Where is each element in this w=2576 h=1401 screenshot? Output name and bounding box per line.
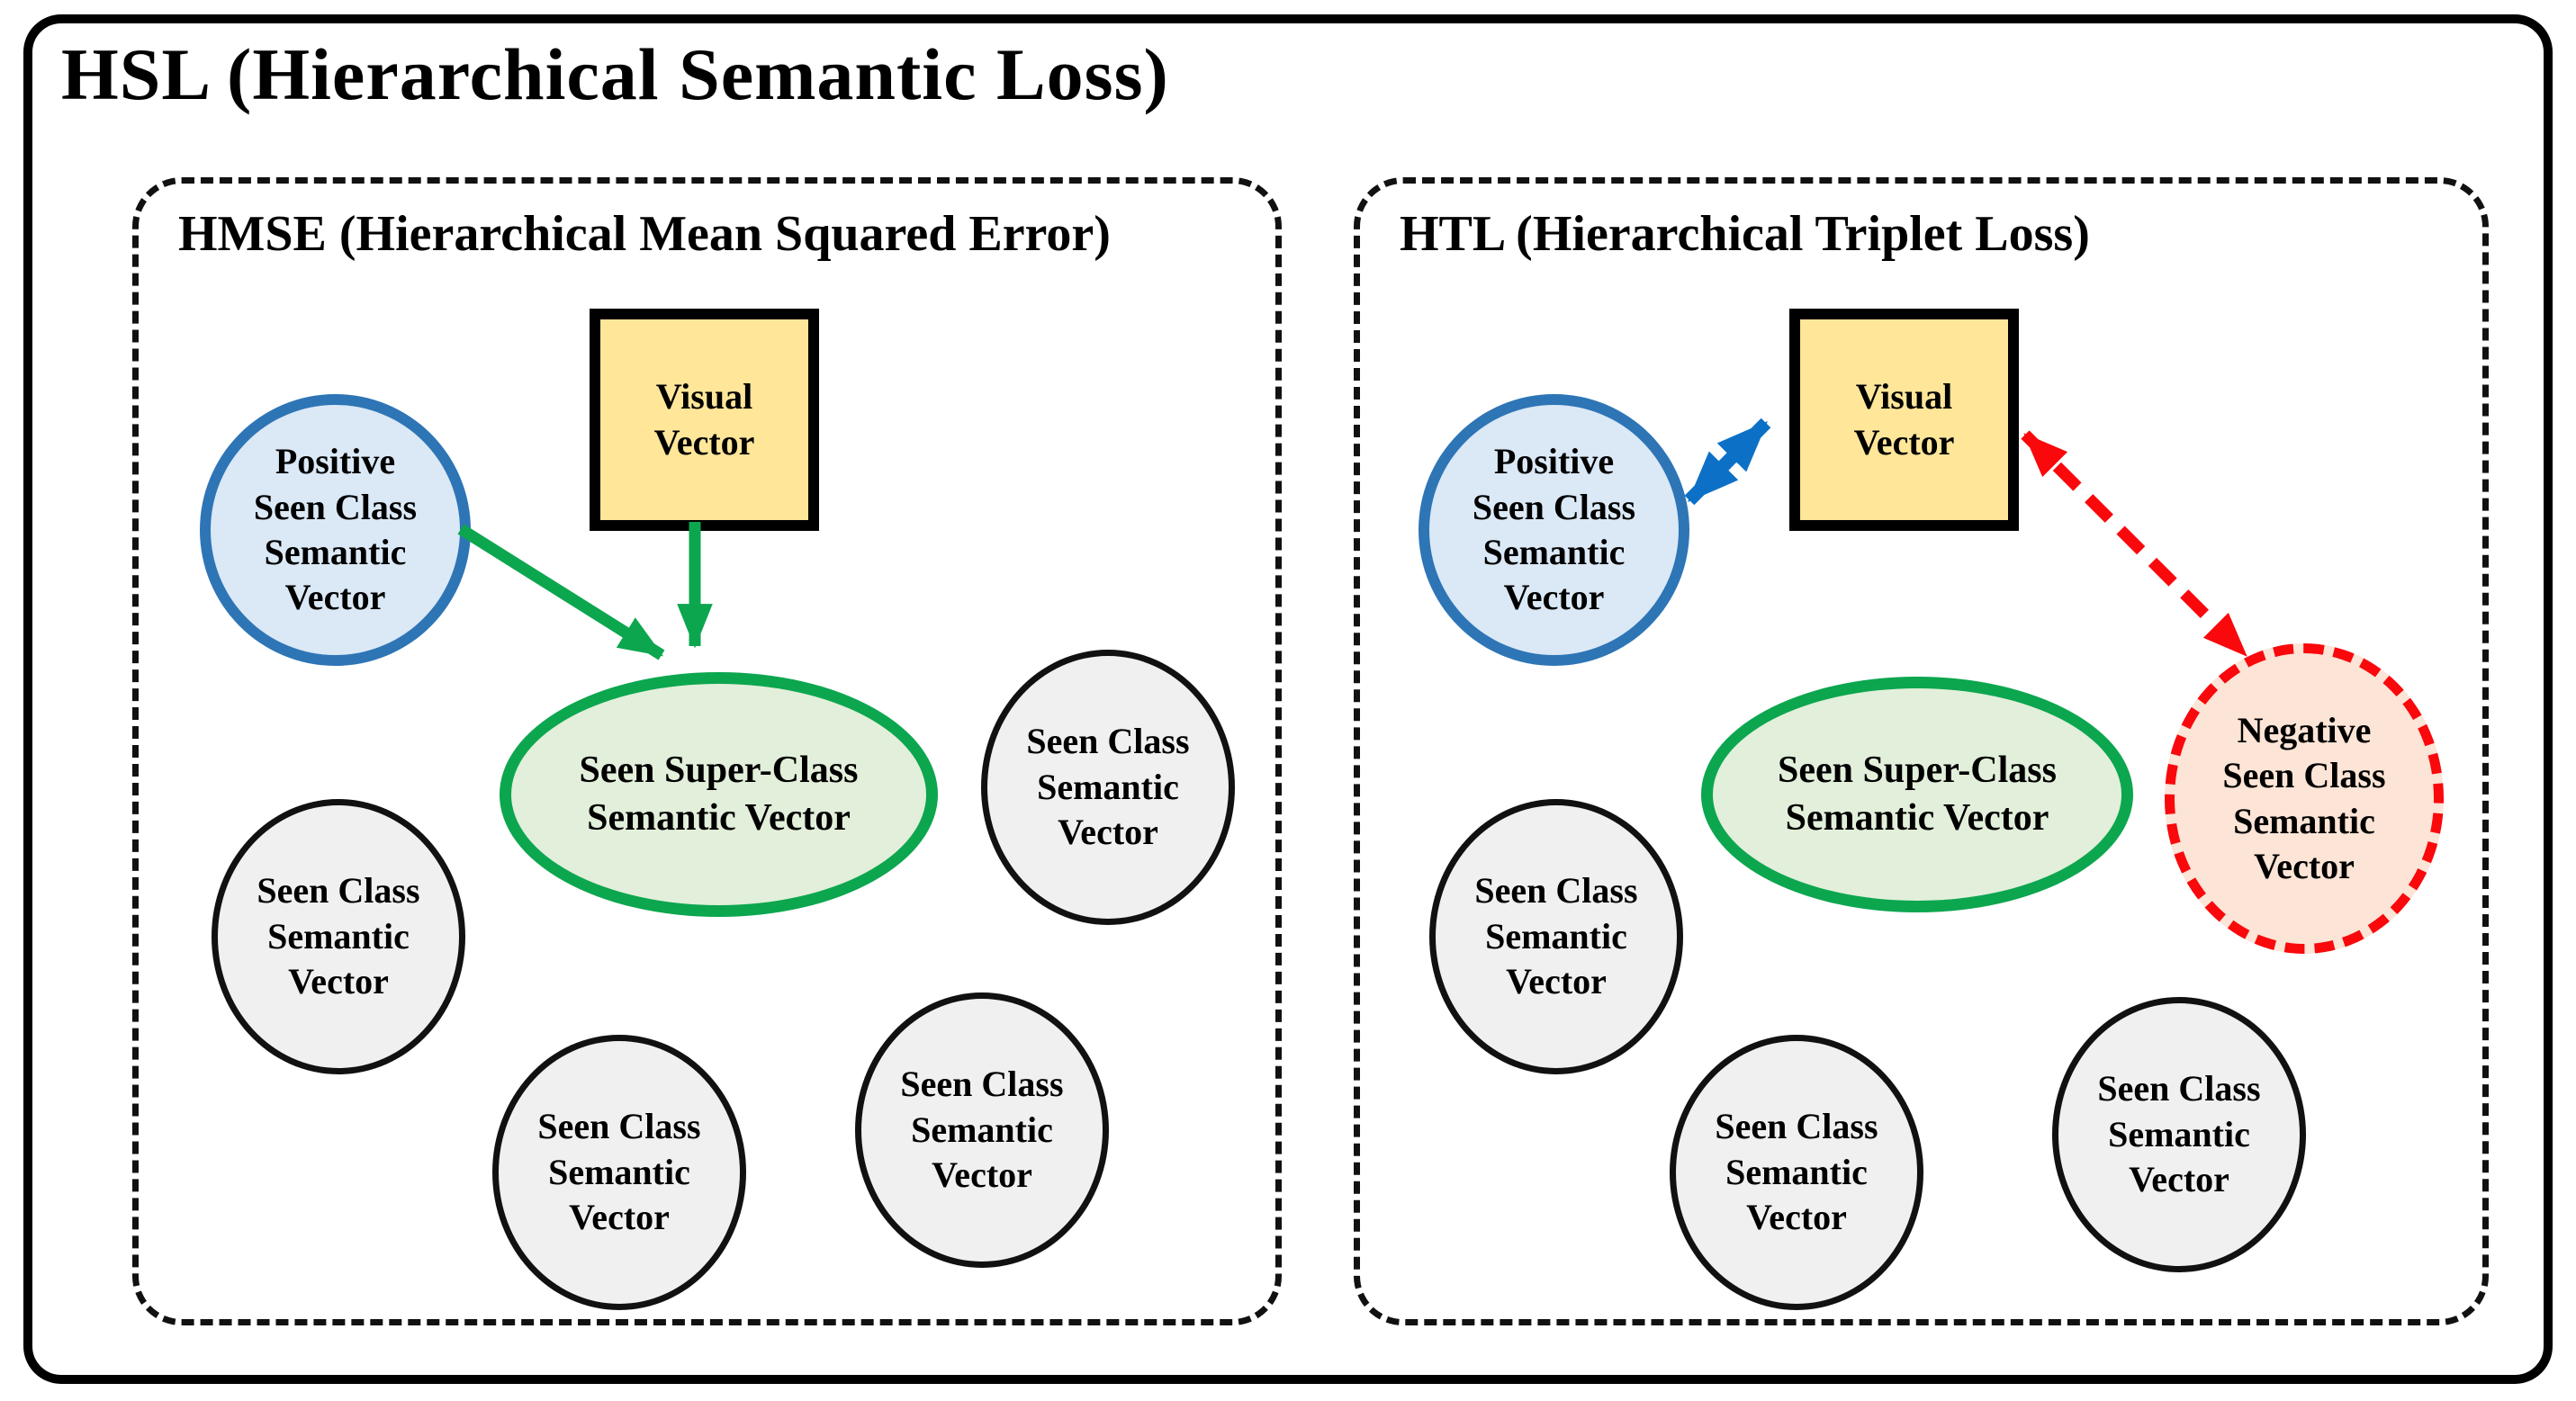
htl-seen-super-class-node: Seen Super-Class Semantic Vector [1701, 677, 2133, 912]
htl-seen-class-label-2: Seen Class Semantic Vector [1715, 1106, 1878, 1238]
hmse-seen-class-node-1: Seen Class Semantic Vector [981, 650, 1235, 925]
htl-seen-super-class-label: Seen Super-Class Semantic Vector [1778, 750, 2057, 839]
hmse-seen-class-label-1: Seen Class Semantic Vector [1026, 721, 1190, 853]
panel-hmse-title: HMSE (Hierarchical Mean Squared Error) [178, 206, 1111, 262]
htl-seen-class-node-2: Seen Class Semantic Vector [1670, 1035, 1923, 1310]
htl-positive-seen-class-label: Positive Seen Class Semantic Vector [1472, 441, 1636, 618]
htl-visual-vector-label: Visual Vector [1853, 376, 1955, 463]
panel-htl-title: HTL (Hierarchical Triplet Loss) [1400, 206, 2090, 262]
hmse-seen-class-node-3: Seen Class Semantic Vector [492, 1035, 746, 1310]
hmse-seen-class-node-2: Seen Class Semantic Vector [212, 799, 465, 1074]
hmse-positive-seen-class-node: Positive Seen Class Semantic Vector [200, 394, 471, 666]
htl-seen-class-label-1: Seen Class Semantic Vector [1474, 870, 1638, 1002]
hsl-frame: HSL (Hierarchical Semantic Loss) HMSE (H… [23, 14, 2553, 1384]
hmse-seen-class-label-4: Seen Class Semantic Vector [900, 1064, 1064, 1196]
hmse-seen-super-class-label: Seen Super-Class Semantic Vector [579, 750, 859, 839]
hmse-positive-seen-class-label: Positive Seen Class Semantic Vector [253, 441, 418, 618]
hmse-visual-vector-label: Visual Vector [653, 376, 755, 463]
hmse-visual-vector-node: Visual Vector [590, 309, 819, 531]
htl-negative-seen-class-node: Negative Seen Class Semantic Vector [2165, 643, 2444, 954]
hmse-seen-class-node-4: Seen Class Semantic Vector [855, 992, 1109, 1268]
htl-visual-vector-node: Visual Vector [1789, 309, 2019, 531]
hmse-seen-class-label-2: Seen Class Semantic Vector [257, 870, 420, 1002]
htl-seen-class-node-3: Seen Class Semantic Vector [2052, 997, 2306, 1272]
panel-htl: HTL (Hierarchical Triplet Loss) [1354, 177, 2489, 1325]
hmse-seen-class-label-3: Seen Class Semantic Vector [537, 1106, 701, 1238]
htl-seen-class-node-1: Seen Class Semantic Vector [1429, 799, 1683, 1074]
diagram-title: HSL (Hierarchical Semantic Loss) [61, 33, 1169, 115]
panel-hmse: HMSE (Hierarchical Mean Squared Error) [132, 177, 1282, 1325]
htl-seen-class-label-3: Seen Class Semantic Vector [2097, 1068, 2261, 1200]
hmse-seen-super-class-node: Seen Super-Class Semantic Vector [500, 672, 938, 917]
htl-negative-seen-class-label: Negative Seen Class Semantic Vector [2222, 709, 2386, 886]
htl-positive-seen-class-node: Positive Seen Class Semantic Vector [1419, 394, 1689, 666]
